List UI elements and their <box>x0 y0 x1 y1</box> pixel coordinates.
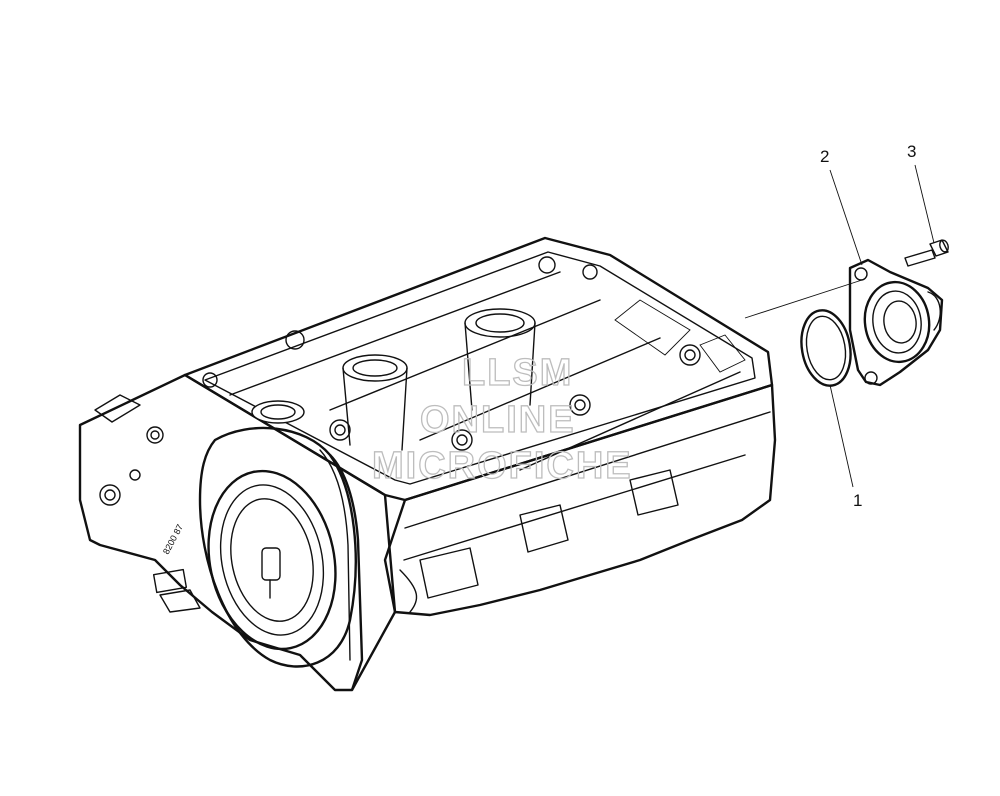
callout-1: 1 <box>853 491 862 510</box>
leader-line-3 <box>914 164 935 244</box>
leader-line-2 <box>829 169 863 266</box>
part-1-o-ring <box>800 309 852 387</box>
assembly-axis-line <box>744 279 863 319</box>
svg-text:LLSM: LLSM <box>462 352 573 394</box>
part-2-cover-flange <box>848 258 944 387</box>
cylinder-head: 8200 87 <box>78 236 777 692</box>
part-3-bolt <box>904 239 949 267</box>
callout-2: 2 <box>820 147 829 166</box>
watermark: LLSM ONLINE MICROFICHE <box>371 351 633 487</box>
leader-line-1 <box>829 384 854 488</box>
svg-text:ONLINE: ONLINE <box>420 399 576 441</box>
callout-3: 3 <box>907 142 916 161</box>
svg-text:MICROFICHE: MICROFICHE <box>372 445 633 487</box>
bearing-housing <box>198 426 364 691</box>
part-stamp: 8200 87 <box>161 523 185 556</box>
